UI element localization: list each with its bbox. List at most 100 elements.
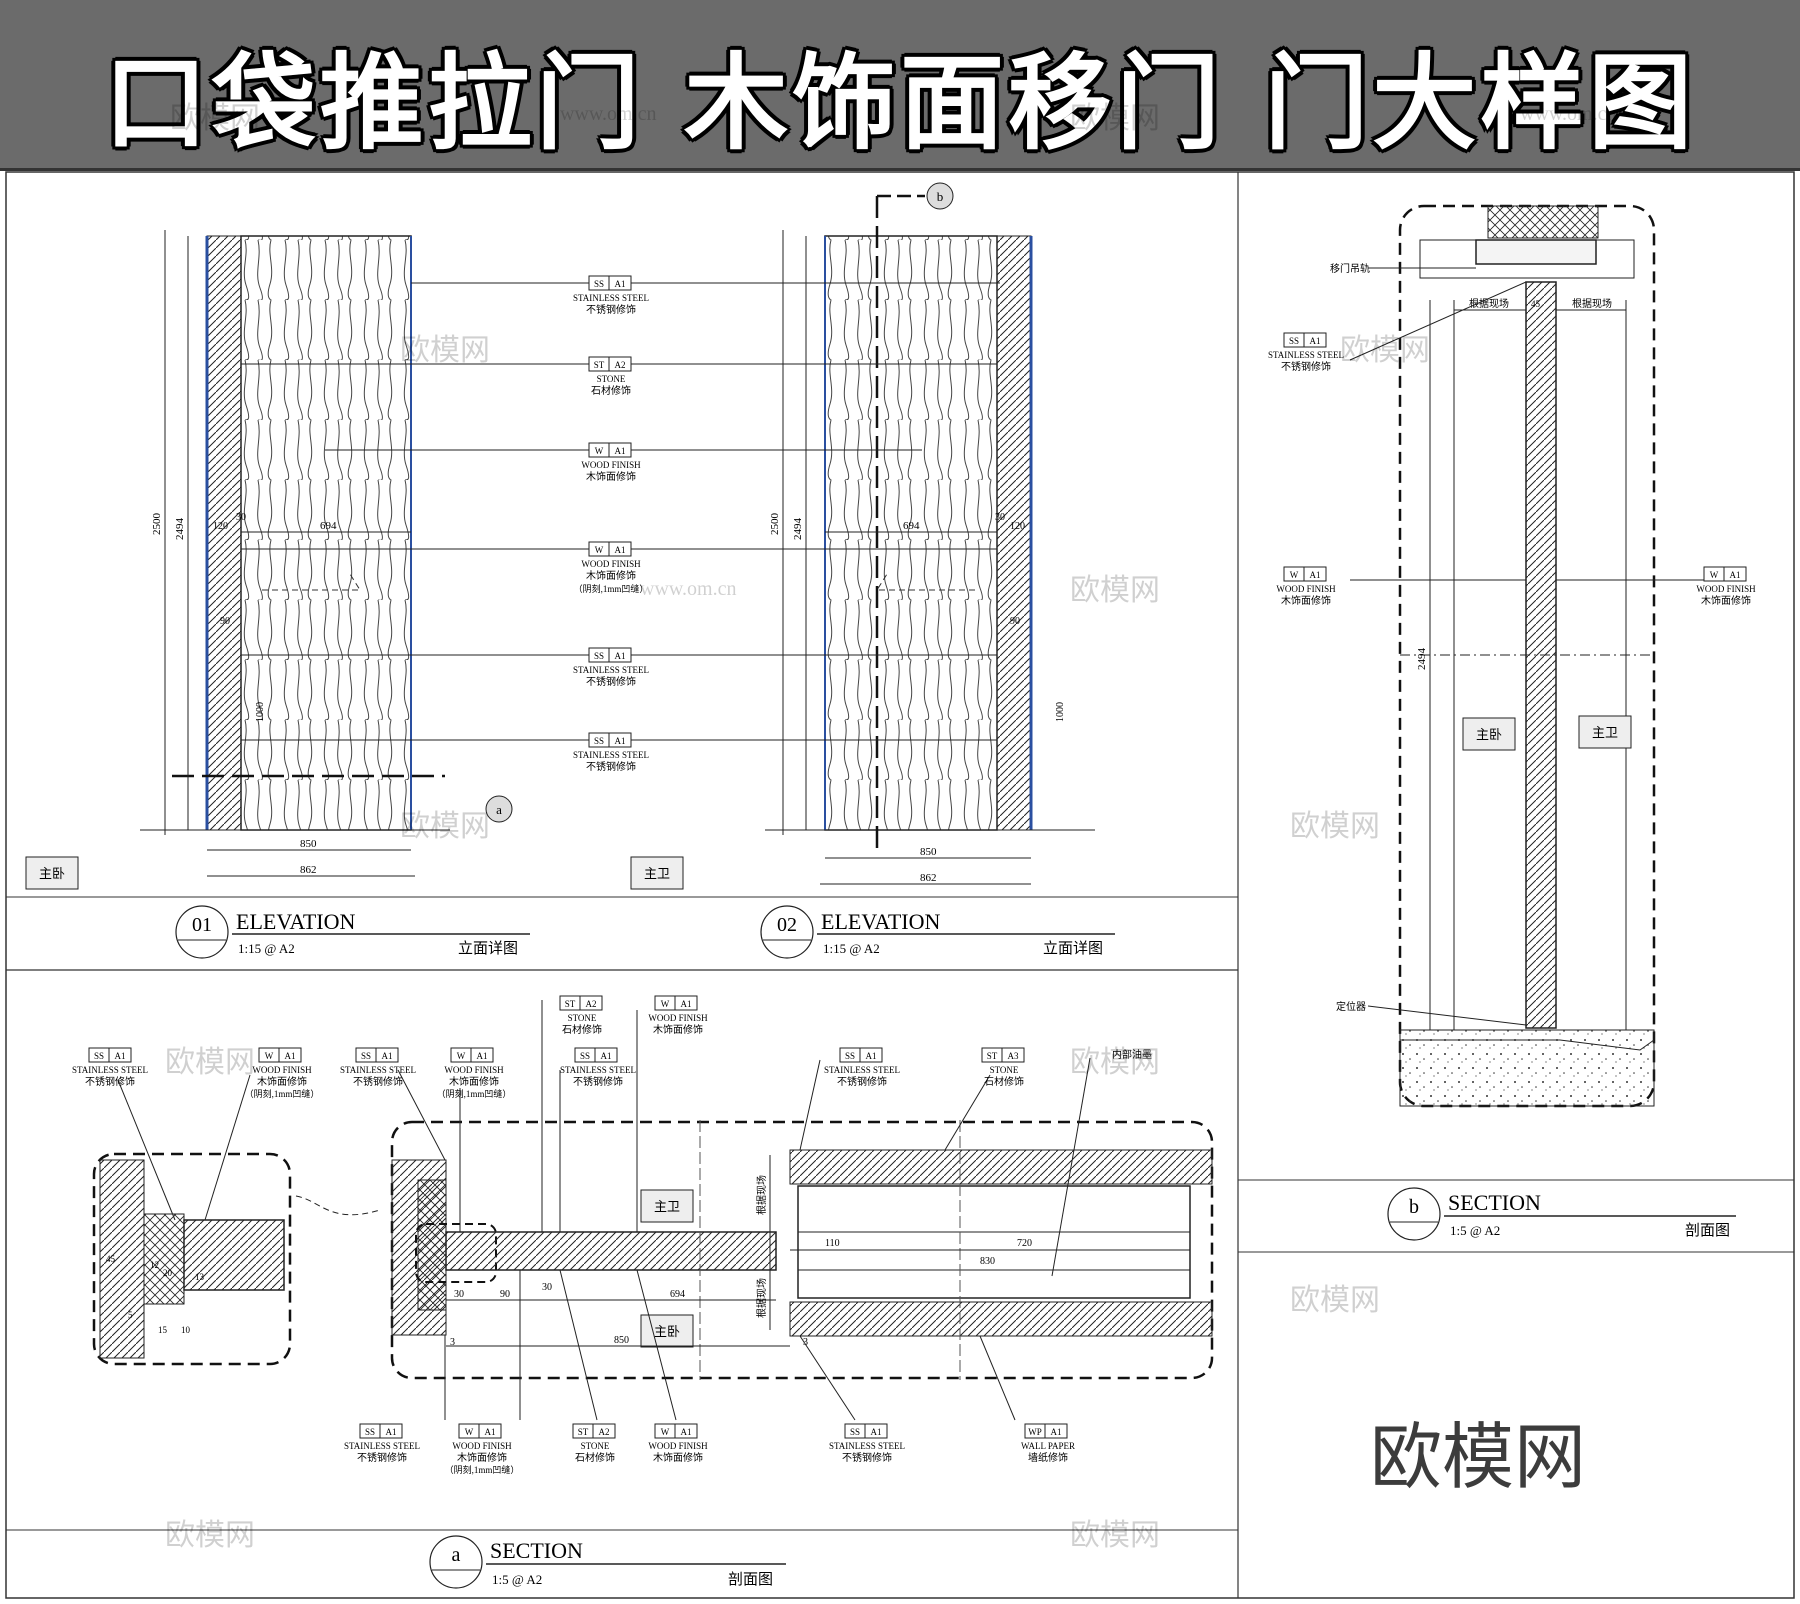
svg-text:STAINLESS STEEL: STAINLESS STEEL — [573, 750, 649, 760]
svg-text:A1: A1 — [1310, 570, 1321, 580]
tag-st-a-bottom: ST A2 STONE 石材修饰 — [572, 1423, 616, 1464]
svg-text:SS: SS — [594, 736, 604, 746]
dim-h-door-02: 2494 — [792, 518, 804, 541]
room-tag-master-bath-a: 主卫 — [654, 1199, 680, 1214]
svg-text:A1: A1 — [115, 1051, 126, 1061]
title-block-section-a: a SECTION 1:5 @ A2 剖面图 — [429, 1535, 786, 1589]
svg-text:A1: A1 — [615, 651, 626, 661]
dim-handle-h-02: 1000 — [1055, 702, 1066, 722]
svg-text:ST: ST — [594, 360, 605, 370]
svg-text:WOOD FINISH: WOOD FINISH — [581, 559, 641, 569]
svg-text:石材修饰: 石材修饰 — [591, 384, 631, 397]
svg-text:SS: SS — [365, 1427, 375, 1437]
svg-text:b: b — [1409, 1196, 1419, 1218]
svg-text:1:15 @ A2: 1:15 @ A2 — [823, 941, 880, 956]
svg-text:不锈钢修饰: 不锈钢修饰 — [837, 1075, 887, 1088]
dim-side-b-02: 30 — [995, 512, 1005, 523]
svg-text:A1: A1 — [615, 736, 626, 746]
svg-text:欧模网: 欧模网 — [1290, 1284, 1380, 1317]
label-site-left: 根据现场 — [1469, 297, 1509, 310]
svg-text:欧模网: 欧模网 — [400, 810, 490, 843]
room-tag-master-bath-b: 主卫 — [1592, 725, 1618, 740]
svg-text:5: 5 — [128, 1310, 133, 1320]
svg-text:欧模网: 欧模网 — [400, 334, 490, 367]
svg-text:W: W — [1290, 570, 1299, 580]
dim-handle: 90 — [220, 616, 230, 627]
svg-text:W: W — [661, 1427, 670, 1437]
dim-a-90: 90 — [500, 1289, 510, 1300]
svg-text:www.om.cn: www.om.cn — [1520, 103, 1616, 125]
svg-text:立面详图: 立面详图 — [1043, 940, 1103, 957]
svg-text:SS: SS — [594, 651, 604, 661]
section-marker-b: b — [937, 189, 944, 204]
dim-h-total-02: 2500 — [769, 513, 781, 536]
watermark-logo: 欧模网 — [1370, 1418, 1586, 1498]
title-banner: 口袋推拉门 木饰面移门 门大样图 — [0, 0, 1800, 171]
dim-handle-02: 90 — [1010, 616, 1020, 627]
dim-a-720: 720 — [1017, 1238, 1032, 1249]
svg-text:STONE: STONE — [990, 1065, 1019, 1075]
svg-text:WP: WP — [1028, 1427, 1042, 1437]
dim-w-panel: 694 — [320, 520, 337, 532]
svg-text:欧模网: 欧模网 — [170, 102, 260, 135]
dim-w-door: 850 — [300, 838, 317, 850]
elevation-02-drawing: b 2500 2494 694 120 30 90 1000 850 862 — [765, 182, 1095, 885]
tag-ss-a-top-1: SS A1 STAINLESS STEEL 不锈钢修饰 — [340, 1047, 416, 1088]
svg-text:石材修饰: 石材修饰 — [984, 1075, 1024, 1088]
label-site-a-bottom: 根据现场 — [755, 1278, 768, 1318]
svg-text:STAINLESS STEEL: STAINLESS STEEL — [344, 1441, 420, 1451]
svg-text:SS: SS — [1289, 336, 1299, 346]
svg-text:欧模网: 欧模网 — [1340, 334, 1430, 367]
svg-text:SS: SS — [361, 1051, 371, 1061]
svg-text:STAINLESS STEEL: STAINLESS STEEL — [573, 293, 649, 303]
svg-text:STONE: STONE — [597, 374, 626, 384]
svg-text:20: 20 — [163, 1268, 173, 1278]
tag-w-groove-detail: W A1 WOOD FINISH 木饰面修饰 （阴刻,1mm凹缝） — [245, 1047, 319, 1099]
title-block-section-b: b SECTION 1:5 @ A2 剖面图 — [1387, 1187, 1736, 1241]
tag-w-section-b-left: W A1 WOOD FINISH 木饰面修饰 — [1276, 566, 1336, 607]
svg-text:01: 01 — [192, 914, 212, 936]
tag-w-section-b-right: W A1 WOOD FINISH 木饰面修饰 — [1696, 566, 1756, 607]
svg-text:欧模网: 欧模网 — [1290, 810, 1380, 843]
svg-text:45: 45 — [106, 1254, 116, 1264]
svg-text:木饰面修饰: 木饰面修饰 — [653, 1451, 703, 1464]
svg-text:STAINLESS STEEL: STAINLESS STEEL — [72, 1065, 148, 1075]
svg-text:WOOD FINISH: WOOD FINISH — [581, 460, 641, 470]
svg-text:木饰面修饰: 木饰面修饰 — [586, 470, 636, 483]
svg-text:不锈钢修饰: 不锈钢修饰 — [357, 1451, 407, 1464]
tag-st-a3-top: ST A3 STONE 石材修饰 — [981, 1047, 1025, 1088]
svg-text:SS: SS — [580, 1051, 590, 1061]
tag-ss-a-bottom-1: SS A1 STAINLESS STEEL 不锈钢修饰 — [344, 1423, 420, 1464]
svg-text:W: W — [595, 545, 604, 555]
label-site-right: 根据现场 — [1572, 297, 1612, 310]
svg-text:剖面图: 剖面图 — [1685, 1222, 1730, 1239]
svg-text:A1: A1 — [285, 1051, 296, 1061]
label-locator: 定位器 — [1336, 1000, 1366, 1013]
dim-w-door-02: 850 — [920, 846, 937, 858]
dim-h-door: 2494 — [174, 518, 186, 541]
room-tag-master-bed-01: 主卧 — [39, 866, 65, 881]
svg-text:立面详图: 立面详图 — [458, 940, 518, 957]
tag-w-a-top: W A1 WOOD FINISH 木饰面修饰 — [648, 995, 708, 1036]
svg-text:SECTION: SECTION — [490, 1538, 583, 1563]
section-b-drawing: 移门吊轨 定位器 根据现场 根据现场 45 2494 主卧 主卫 — [1330, 204, 1710, 1108]
svg-text:A1: A1 — [615, 545, 626, 555]
room-tag-master-bed-a: 主卧 — [654, 1324, 680, 1339]
svg-text:W: W — [1710, 570, 1719, 580]
svg-text:SECTION: SECTION — [1448, 1190, 1541, 1215]
dim-w-total: 862 — [300, 864, 317, 876]
svg-text:10: 10 — [181, 1325, 191, 1335]
dim-gap: 45 — [1531, 299, 1541, 309]
svg-text:13: 13 — [195, 1272, 205, 1282]
svg-text:A1: A1 — [681, 1427, 692, 1437]
svg-text:W: W — [595, 446, 604, 456]
svg-text:WOOD FINISH: WOOD FINISH — [1696, 584, 1756, 594]
tag-ss-section-b: SS A1 STAINLESS STEEL 不锈钢修饰 — [1268, 332, 1344, 373]
svg-text:欧模网: 欧模网 — [165, 1046, 255, 1079]
svg-text:STAINLESS STEEL: STAINLESS STEEL — [573, 665, 649, 675]
dim-a-110: 110 — [825, 1238, 840, 1249]
svg-text:A1: A1 — [485, 1427, 496, 1437]
svg-text:A1: A1 — [386, 1427, 397, 1437]
dim-handle-h: 1000 — [255, 702, 266, 722]
